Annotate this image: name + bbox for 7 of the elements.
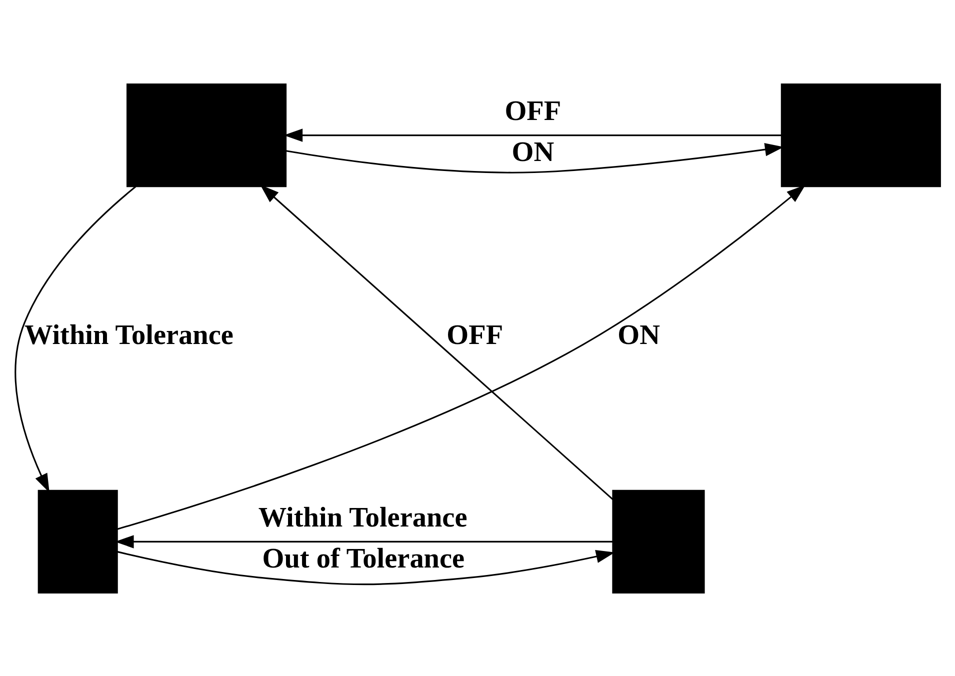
edge-label: Out of Tolerance <box>262 542 465 574</box>
edge-label: Within Tolerance <box>258 502 468 534</box>
edge-label: OFF <box>446 319 504 350</box>
edge-label: OFF <box>504 96 562 127</box>
edge-label: ON <box>512 136 554 168</box>
edge-label: ON <box>618 319 660 350</box>
edge-label: Within Tolerance <box>24 319 234 350</box>
